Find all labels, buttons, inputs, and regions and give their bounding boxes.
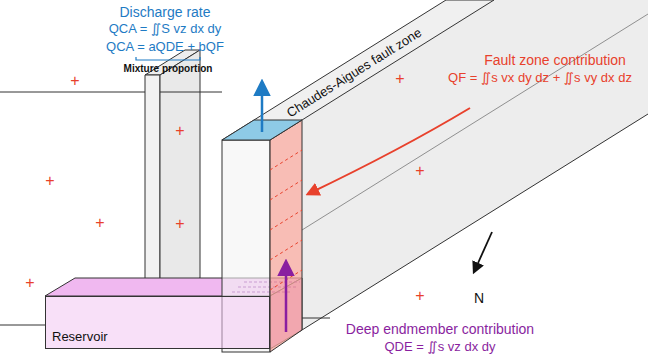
plus-sign: + bbox=[175, 215, 184, 233]
heading-text: Deep endmember contribution bbox=[344, 321, 536, 337]
formula-text: QCA = ∬S vz dx dy bbox=[109, 22, 222, 37]
plus-sign: + bbox=[395, 70, 404, 88]
node-text: Reservoir bbox=[52, 329, 108, 344]
reservoir-box: Reservoir bbox=[45, 296, 270, 349]
formula-text: QDE = ∬s vz dx dy bbox=[382, 340, 497, 355]
plus-sign: + bbox=[415, 287, 424, 305]
plus-sign: + bbox=[415, 162, 424, 180]
heading-text: Fault zone contribution bbox=[484, 52, 626, 68]
bracket-label: Mixture proportion bbox=[124, 63, 213, 75]
formula-text: QCA = aQDE + bQF bbox=[106, 40, 224, 55]
formula-text: QF = ∬s vx dy dz + ∬s vy dx dz bbox=[448, 71, 632, 86]
plus-sign: + bbox=[45, 172, 54, 190]
north-label: N bbox=[474, 290, 484, 306]
plus-sign: + bbox=[175, 122, 184, 140]
plus-sign: + bbox=[70, 72, 79, 90]
heading-text: Discharge rate bbox=[119, 4, 210, 20]
plus-sign: + bbox=[25, 274, 34, 292]
plus-sign: + bbox=[95, 214, 104, 232]
